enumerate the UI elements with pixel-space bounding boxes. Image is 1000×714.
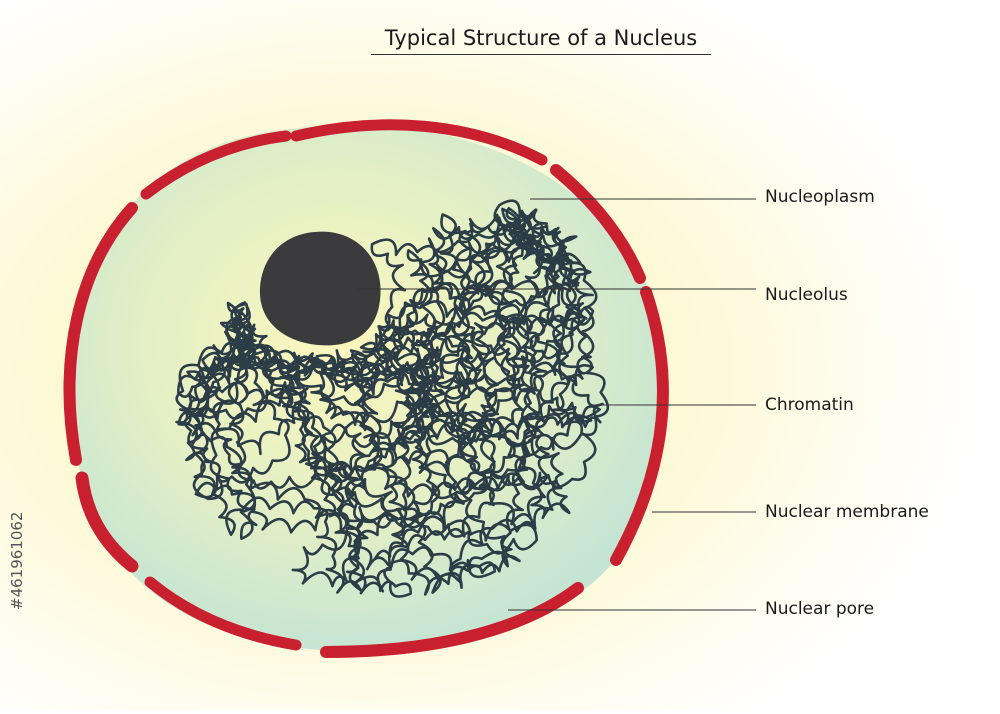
nuclear-membrane [63, 119, 669, 658]
membrane-segment [290, 119, 548, 166]
label-chromatin: Chromatin [765, 395, 854, 415]
membrane-segment [550, 164, 646, 284]
membrane-segment [75, 471, 139, 573]
label-nuclear-membrane: Nuclear membrane [765, 502, 929, 522]
diagram-title: Typical Structure of a Nucleus [384, 26, 698, 50]
label-nuclear-pore: Nuclear pore [765, 599, 875, 619]
chromatin-strand [175, 239, 610, 596]
chromatin [175, 199, 610, 598]
membrane-segment [140, 130, 292, 200]
leader-lines [358, 198, 756, 611]
title-underline [371, 54, 711, 55]
membrane-segment [144, 576, 302, 651]
membrane-segment [320, 582, 584, 658]
membrane-segment [63, 202, 138, 466]
label-nucleolus: Nucleolus [765, 285, 848, 305]
membrane-segment [610, 286, 669, 566]
stock-id: #461961062 [8, 512, 168, 610]
label-nucleoplasm: Nucleoplasm [765, 187, 875, 207]
nucleolus [259, 231, 381, 346]
chromatin-strand [177, 207, 604, 598]
